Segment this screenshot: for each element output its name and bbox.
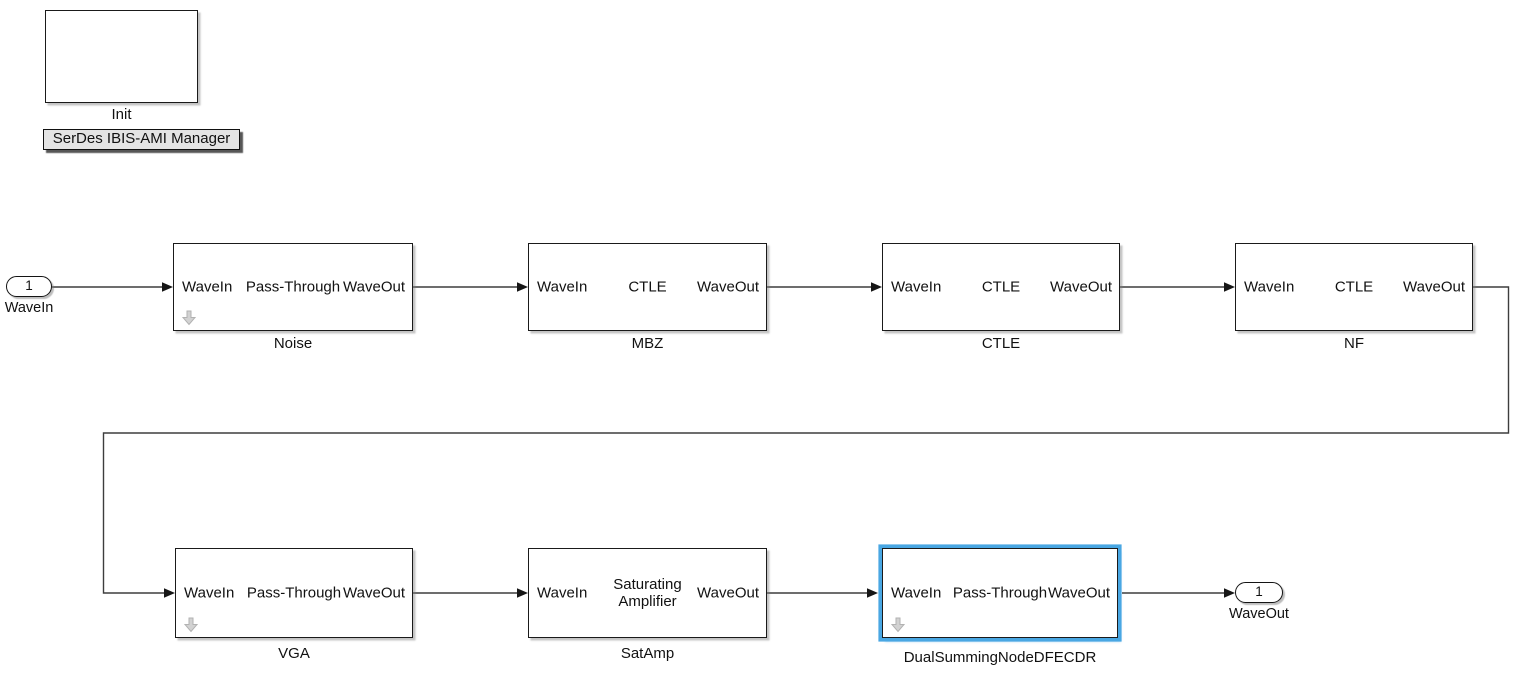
variant-down-arrow-icon: [182, 310, 196, 326]
arrowhead: [871, 282, 882, 292]
variant-down-arrow-icon: [184, 617, 198, 633]
block-mode-label: Pass-Through: [245, 278, 341, 296]
inport-wavein[interactable]: 1: [6, 276, 52, 297]
block-mode-label: Saturating Amplifier: [613, 576, 682, 610]
block-mode-label: Pass-Through: [246, 584, 342, 602]
port-label-wavein: WaveIn: [891, 584, 942, 602]
block-ctle-name: CTLE: [981, 335, 1021, 352]
serdes-ibis-ami-manager-button[interactable]: SerDes IBIS-AMI Manager: [43, 129, 240, 150]
port-label-waveout: WaveOut: [343, 584, 405, 602]
block-init-label: Init: [111, 106, 132, 123]
block-dualsummingnodedfecdr[interactable]: WaveIn Pass-Through WaveOut: [882, 548, 1118, 638]
block-mbz[interactable]: WaveIn CTLE WaveOut: [528, 243, 767, 331]
port-label-waveout: WaveOut: [697, 278, 759, 296]
arrowhead: [162, 282, 173, 292]
port-label-wavein: WaveIn: [537, 278, 588, 296]
block-ctle[interactable]: WaveIn CTLE WaveOut: [882, 243, 1120, 331]
block-mode-label: CTLE: [981, 278, 1021, 296]
wire-nf-to-vga[interactable]: [102, 286, 1510, 594]
arrowhead: [1224, 282, 1235, 292]
block-dualsummingnodedfecdr-name: DualSummingNodeDFECDR: [903, 649, 1097, 666]
arrowhead: [164, 588, 175, 598]
port-label-wavein: WaveIn: [182, 278, 233, 296]
block-nf-name: NF: [1344, 335, 1364, 352]
outport-label: WaveOut: [1229, 606, 1289, 622]
block-mode-label: CTLE: [628, 278, 667, 296]
block-init[interactable]: [45, 10, 198, 103]
arrowhead: [1224, 588, 1235, 598]
block-satamp[interactable]: WaveIn Saturating Amplifier WaveOut: [528, 548, 767, 638]
block-mode-label: Pass-Through: [952, 584, 1048, 602]
port-label-waveout: WaveOut: [1403, 278, 1465, 296]
block-mbz-name: MBZ: [631, 335, 664, 352]
port-label-waveout: WaveOut: [697, 584, 759, 602]
port-label-waveout: WaveOut: [1050, 278, 1112, 296]
port-label-waveout: WaveOut: [1048, 584, 1110, 602]
block-satamp-name: SatAmp: [620, 645, 675, 662]
outport-waveout[interactable]: 1: [1235, 582, 1283, 603]
port-label-wavein: WaveIn: [1244, 278, 1295, 296]
arrowhead: [517, 588, 528, 598]
block-vga-name: VGA: [278, 645, 310, 662]
block-mode-label: CTLE: [1334, 278, 1374, 296]
block-noise[interactable]: WaveIn Pass-Through WaveOut: [173, 243, 413, 331]
block-noise-name: Noise: [273, 335, 313, 352]
block-nf[interactable]: WaveIn CTLE WaveOut: [1235, 243, 1473, 331]
port-label-wavein: WaveIn: [891, 278, 942, 296]
arrowhead: [867, 588, 878, 598]
port-label-wavein: WaveIn: [184, 584, 235, 602]
variant-down-arrow-icon: [891, 617, 905, 633]
port-label-wavein: WaveIn: [537, 584, 588, 602]
port-label-waveout: WaveOut: [343, 278, 405, 296]
inport-label: WaveIn: [4, 300, 54, 316]
block-vga[interactable]: WaveIn Pass-Through WaveOut: [175, 548, 413, 638]
arrowhead: [517, 282, 528, 292]
